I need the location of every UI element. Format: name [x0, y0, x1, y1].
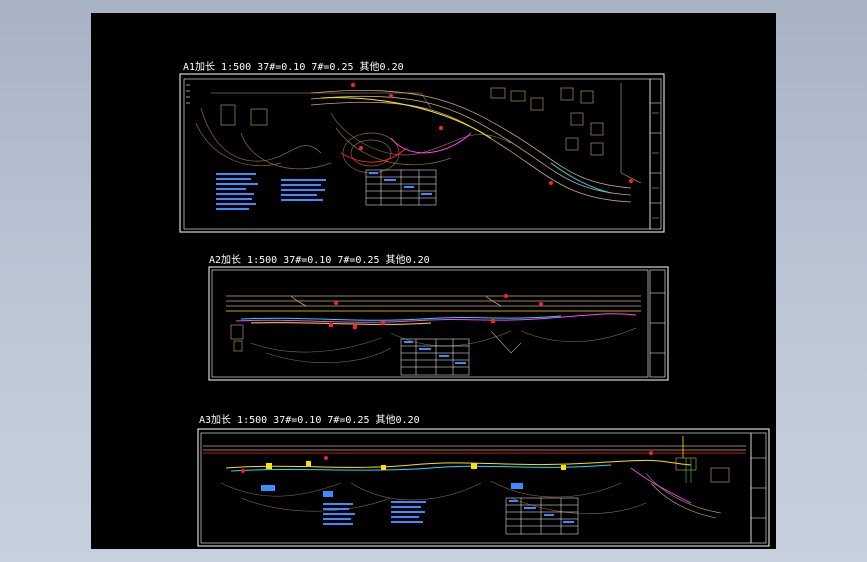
contour-lines [195, 92, 512, 174]
sheet-title: A1加长 1:500 37#=0.10 7#=0.25 其他0.20 [183, 60, 404, 73]
road-alignment [310, 90, 632, 203]
notes-text-blocks [216, 173, 326, 210]
red-markers [334, 294, 543, 306]
road-alignment [226, 295, 641, 307]
cad-drawing-viewport[interactable]: A1加长 1:500 37#=0.10 7#=0.25 其他0.20 [91, 13, 776, 549]
drawing-sheet-2: A2加长 1:500 37#=0.10 7#=0.25 其他0.20 [208, 253, 669, 381]
sheet-title: A3加长 1:500 37#=0.10 7#=0.25 其他0.20 [199, 413, 420, 426]
red-markers [241, 451, 653, 473]
table-text [369, 172, 432, 195]
building-blocks [220, 83, 642, 184]
contour-lines [220, 480, 647, 514]
material-table [505, 497, 579, 535]
sheet-title: A2加长 1:500 37#=0.10 7#=0.25 其他0.20 [209, 253, 430, 266]
blue-patches [261, 483, 523, 497]
road-alignment [203, 445, 746, 451]
title-block [649, 269, 666, 378]
route-markings [225, 459, 692, 504]
route-markings [320, 97, 612, 194]
material-table [400, 338, 470, 376]
plaza-layout [645, 457, 730, 519]
drawing-sheet-3: A3加长 1:500 37#=0.10 7#=0.25 其他0.20 [197, 413, 770, 547]
material-table [365, 169, 437, 206]
title-block [750, 432, 767, 544]
drawing-sheet-1: A1加长 1:500 37#=0.10 7#=0.25 其他0.20 [179, 60, 665, 233]
contour-lines [250, 327, 637, 363]
red-markers [351, 83, 633, 185]
route-markings [235, 313, 637, 325]
title-block [649, 78, 662, 230]
notes-text-blocks [323, 501, 426, 525]
cad-canvas: A1加长 1:500 37#=0.10 7#=0.25 其他0.20 [179, 60, 770, 547]
